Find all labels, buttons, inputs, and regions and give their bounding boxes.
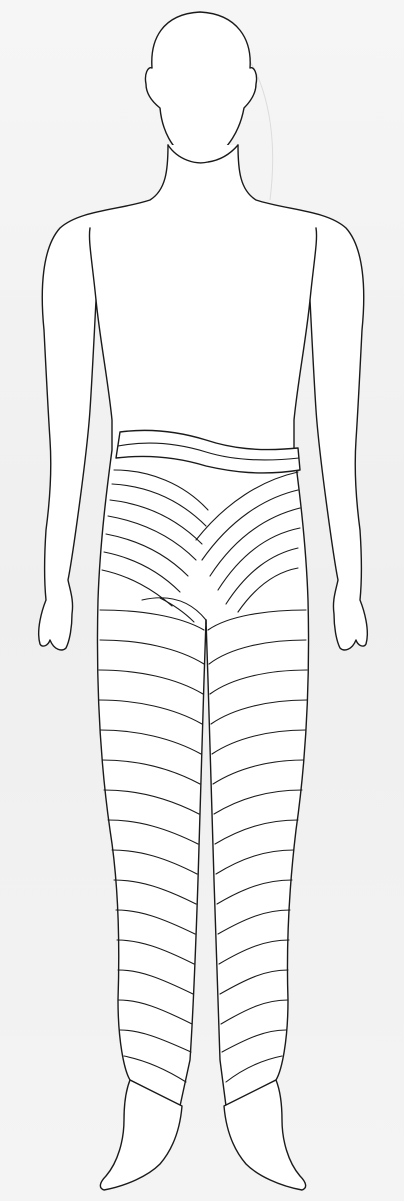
body-outline bbox=[39, 145, 368, 1106]
head-outline bbox=[145, 12, 256, 161]
